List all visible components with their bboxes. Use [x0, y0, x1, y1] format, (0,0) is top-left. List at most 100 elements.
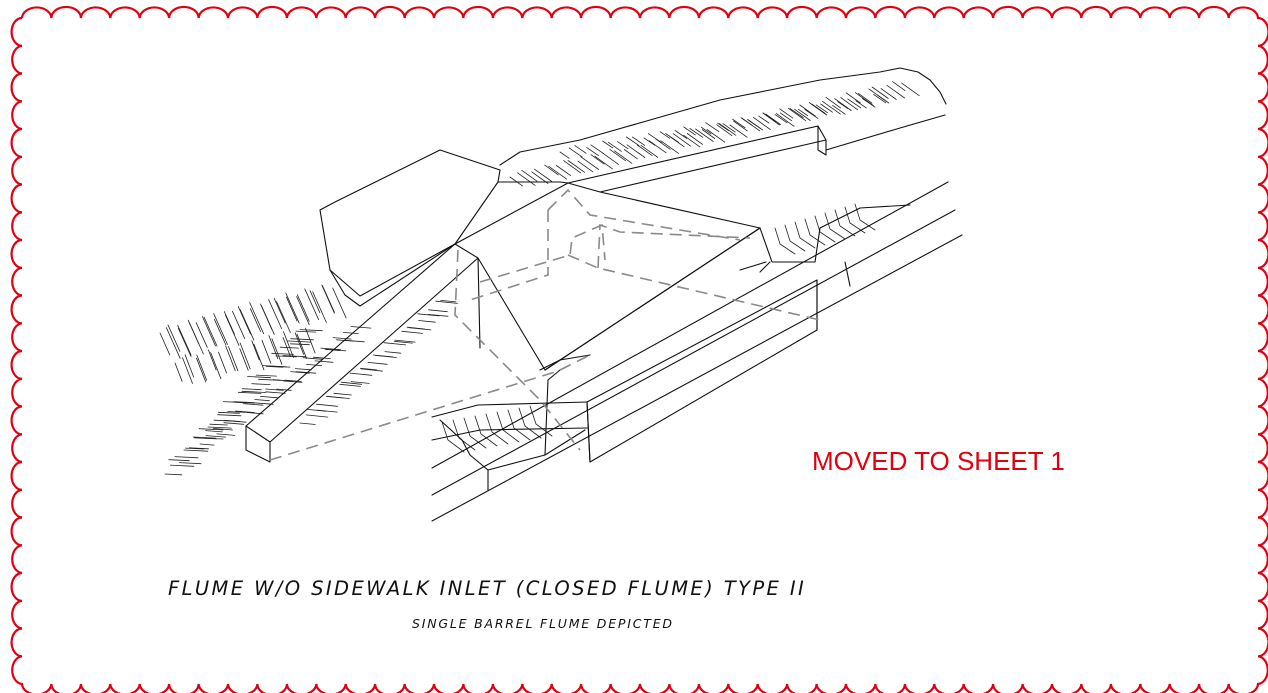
- hatch-stroke: [665, 133, 679, 143]
- hatch-stroke: [417, 313, 440, 317]
- hatch-stroke: [239, 348, 249, 371]
- hatch-stroke: [294, 332, 305, 355]
- hatch-stroke: [602, 152, 619, 165]
- hatch-stroke: [316, 409, 338, 413]
- hatch-stroke: [284, 379, 302, 382]
- hatch-stroke: [302, 357, 323, 360]
- hatch-stroke: [837, 101, 849, 109]
- hatch-stroke: [517, 172, 536, 186]
- hatch-stroke: [294, 368, 312, 371]
- hatch-stroke: [855, 92, 874, 106]
- hatch-stroke: [873, 94, 887, 104]
- hatch-stroke: [241, 388, 262, 391]
- gutter-chevron: [804, 218, 826, 246]
- hatch-stroke: [418, 320, 436, 323]
- hatch-stroke: [847, 98, 862, 109]
- hatch-stroke: [320, 347, 341, 351]
- hatch-stroke: [164, 473, 183, 476]
- hatch-stroke: [182, 357, 193, 384]
- hatch-stroke: [440, 299, 457, 303]
- hatch-stroke: [265, 388, 284, 391]
- hatch-stroke: [729, 124, 748, 138]
- roadway-lines: [431, 181, 963, 522]
- hatch-stroke: [877, 95, 890, 104]
- hatch-stroke: [427, 313, 449, 317]
- hatch-stroke: [276, 301, 291, 333]
- hatch-stroke: [242, 403, 264, 406]
- gutter-section-right: [739, 204, 911, 287]
- hatch-stroke: [719, 123, 737, 136]
- hatch-stroke: [285, 296, 298, 322]
- hatch-stroke: [701, 129, 716, 139]
- hatch-stroke: [305, 414, 329, 418]
- hatch-stroke: [580, 156, 599, 170]
- hatch-stroke: [586, 146, 599, 157]
- hatch-stroke: [799, 104, 816, 117]
- hatch-stroke: [254, 399, 270, 402]
- revision-note: MOVED TO SHEET 1: [812, 446, 1065, 476]
- hatch-stroke: [282, 331, 294, 358]
- hatch-stroke: [349, 372, 373, 376]
- hatch-stroke: [815, 104, 828, 113]
- hatch-stroke: [577, 160, 594, 173]
- hatch-stroke: [271, 352, 294, 355]
- hatch-stroke: [174, 456, 199, 459]
- hatch-stroke: [299, 329, 323, 332]
- hatch-stroke: [165, 327, 181, 359]
- hatch-stroke: [216, 433, 236, 436]
- hatch-stroke: [218, 351, 228, 374]
- hatch-stroke: [247, 376, 272, 379]
- hatch-stroke: [231, 310, 246, 340]
- hatch-stroke: [321, 284, 335, 314]
- hatch-stroke: [265, 365, 284, 368]
- hatch-stroke: [383, 342, 407, 346]
- hatch-stroke: [408, 327, 432, 331]
- hatch-stroke: [393, 340, 413, 344]
- drawing-subtitle: SINGLE BARREL FLUME DEPICTED: [412, 616, 674, 631]
- hatch-stroke: [296, 333, 308, 359]
- hatch-stroke: [199, 443, 215, 446]
- hatch-stroke: [626, 136, 640, 146]
- hatch-stroke: [305, 327, 316, 354]
- drawing-title: FLUME W/O SIDEWALK INLET (CLOSED FLUME) …: [168, 577, 807, 600]
- hatch-stroke: [798, 108, 809, 117]
- hatch-stroke: [384, 351, 402, 354]
- hatch-stroke: [350, 326, 372, 329]
- hatch-stroke: [265, 391, 286, 394]
- hatch-stroke: [858, 93, 873, 104]
- gutter-chevron: [784, 224, 806, 252]
- hatch-stroke: [733, 120, 748, 132]
- hatch-stroke: [886, 84, 905, 99]
- hatch-stroke: [609, 148, 626, 162]
- gutter-chevron: [507, 409, 531, 441]
- hatch-stroke: [521, 169, 538, 182]
- hatch-stroke: [834, 98, 852, 111]
- hatch-stroke: [196, 357, 207, 383]
- hatch-stroke: [350, 381, 370, 384]
- hatch-stroke: [253, 402, 274, 405]
- hatch-stroke: [202, 437, 224, 440]
- hatch-stroke: [271, 338, 283, 365]
- hatch-stroke: [660, 140, 679, 154]
- hatch-stroke: [188, 447, 209, 450]
- hatch-stroke: [304, 288, 320, 321]
- hatch-stroke: [312, 291, 327, 323]
- hidden-lines: [269, 188, 821, 461]
- revision-cloud-outline: [10, 5, 1268, 693]
- hatch-stroke: [643, 137, 656, 146]
- hatch-stroke: [548, 165, 567, 180]
- gutter-chevron: [496, 411, 520, 443]
- hatch-stroke: [282, 355, 307, 358]
- hatch-stroke: [394, 339, 416, 343]
- hatch-stroke: [758, 115, 770, 124]
- hatch-stroke: [374, 354, 397, 358]
- hatch-stroke: [159, 332, 171, 356]
- hatch-stroke: [360, 368, 384, 372]
- gutter-chevron: [518, 407, 542, 439]
- wingwall-left: [245, 243, 481, 463]
- hatch-stroke: [626, 144, 646, 158]
- terrain-hatching: [159, 81, 920, 476]
- gutter-section-left: [439, 369, 586, 491]
- hatch-stroke: [901, 82, 920, 97]
